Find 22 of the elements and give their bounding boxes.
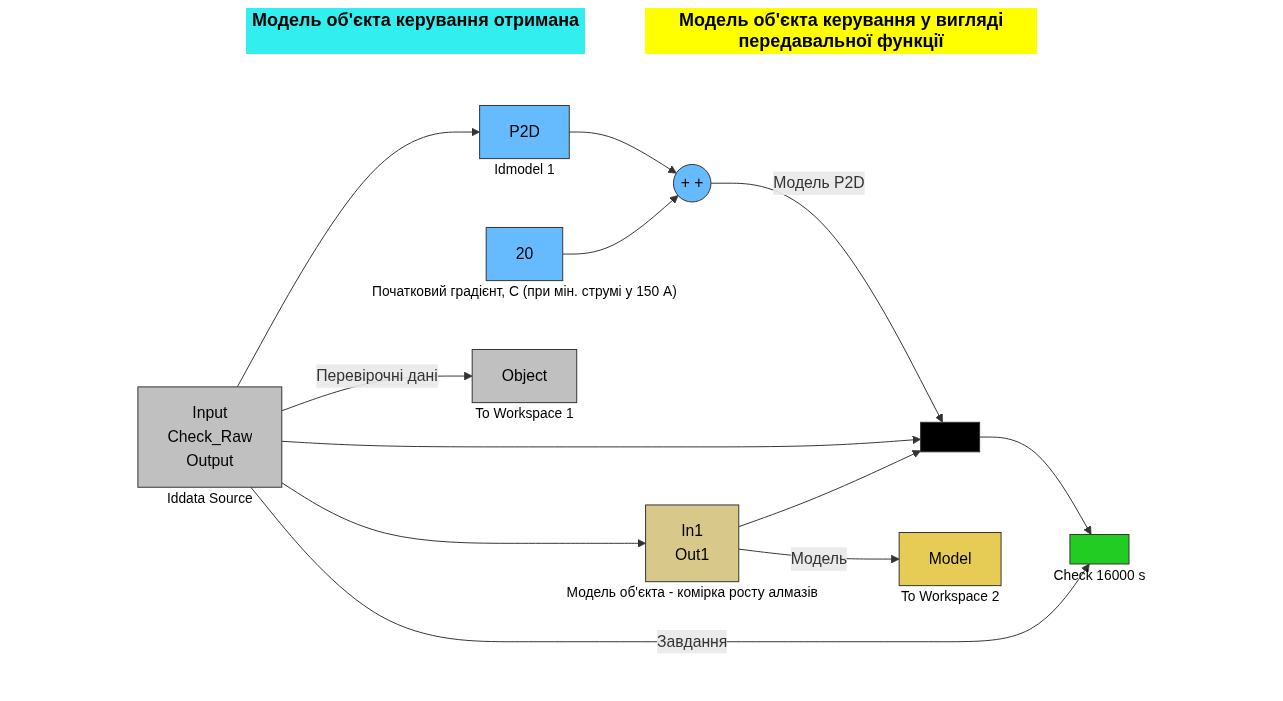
node-circle: + + [672,163,712,203]
annotation-note: Модель об'єкта керування отримана [245,8,586,54]
block-caption: To Workspace 2 [900,589,1000,605]
edge-label: Модель P2D [773,174,865,192]
block-caption: Початковий градієнт, С (при мін. струмі у 150 А) [371,284,677,300]
node-box [1069,534,1130,565]
block-caption: Iddata Source [166,491,253,506]
node-box: Input Check_Raw Output [137,386,283,488]
node-box: 20 [485,227,564,282]
annotation-note: Модель об'єкта керування у вигляді передавальної функції [645,8,1038,54]
block-caption: Check 16000 s [1053,567,1146,583]
edge-label: Перевірочні дані [316,367,438,384]
edge-label: Завдання [656,632,728,650]
block-caption: Модель об'єкта - комірка росту алмазів [566,585,818,601]
node-bar [919,421,980,453]
node-box: In1 Out1 [644,504,740,583]
node-box: P2D [479,105,570,160]
block-caption: To Workspace 1 [475,406,574,422]
node-box: Object [471,349,578,404]
block-caption: Idmodel 1 [494,162,555,178]
edge-label: Модель [790,550,848,567]
node-box: Model [898,532,1002,587]
